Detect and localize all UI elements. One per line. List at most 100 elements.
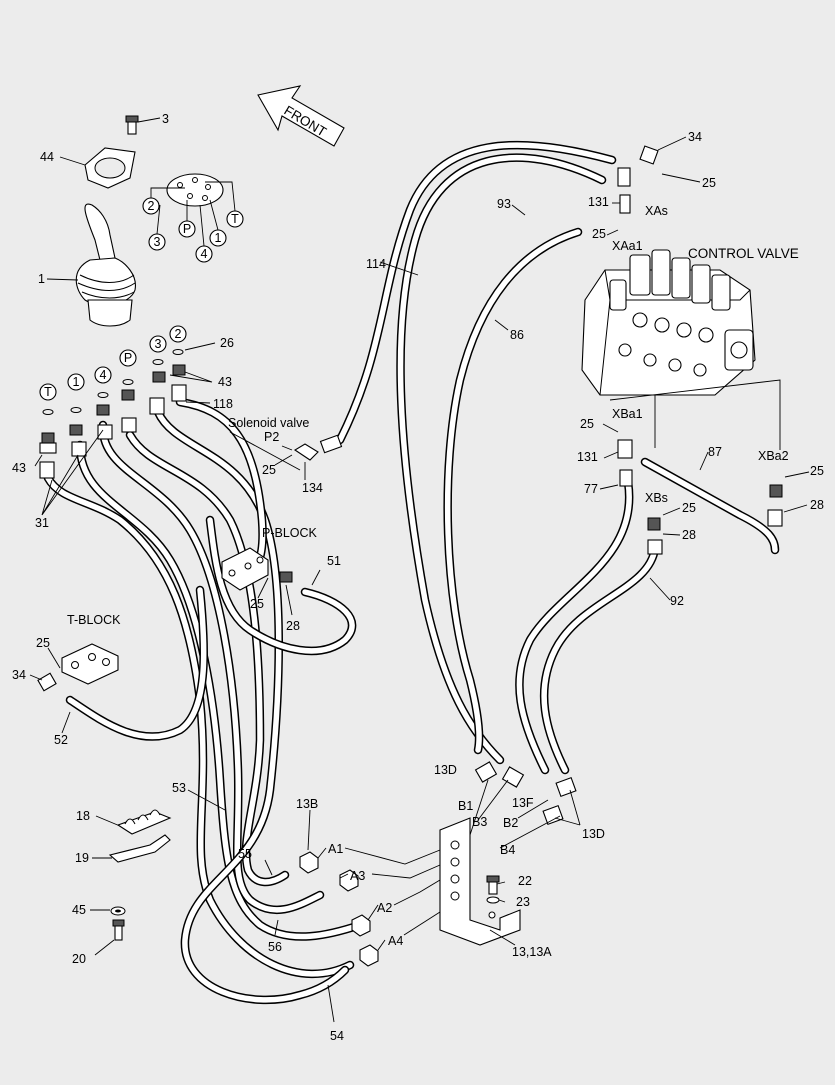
bolt-20 (112, 919, 125, 941)
marker-p-top: P (183, 222, 191, 236)
part-20: 20 (72, 952, 86, 966)
part-28-pb: 28 (286, 619, 300, 633)
part-25-xba1: 25 (580, 417, 594, 431)
fitting-1 (69, 424, 83, 436)
bolt-22 (486, 875, 500, 895)
part-26: 26 (220, 336, 234, 350)
port-xba1: XBa1 (612, 407, 643, 421)
elbow-13f (501, 766, 525, 788)
hose-54 (153, 407, 350, 1005)
label-solenoid-valve: Solenoid valve (228, 416, 309, 430)
part-118: 118 (213, 397, 233, 411)
part-56: 56 (268, 940, 282, 954)
labels: CONTROL VALVE Solenoid valve P-BLOCK T-B… (12, 112, 824, 1043)
port-xba2: XBa2 (758, 449, 789, 463)
fitting-top-hoses (617, 167, 631, 214)
part-13b: 13B (296, 797, 318, 811)
fitting-28-pb (279, 571, 293, 583)
hose-93 (396, 153, 607, 765)
elbow-13d-right-a (555, 776, 577, 798)
fitting-28-right (767, 484, 783, 527)
part-13d-top: 13D (434, 763, 457, 777)
port-p2: P2 (264, 430, 279, 444)
hose-87 (640, 457, 780, 555)
part-55: 55 (238, 847, 252, 861)
label-control-valve: CONTROL VALVE (688, 246, 799, 261)
joystick-assembly (75, 115, 224, 327)
marker-t: T (44, 385, 52, 399)
t-block (61, 643, 119, 685)
hose-31-b (75, 440, 365, 941)
part-44: 44 (40, 150, 54, 164)
port-xaa1: XAa1 (612, 239, 643, 253)
p-block (221, 547, 269, 591)
hose-86 (443, 227, 583, 755)
port-a3: A3 (350, 869, 365, 883)
part-28-right: 28 (810, 498, 824, 512)
fitting-P (121, 389, 135, 401)
label-t-block: T-BLOCK (67, 613, 121, 627)
part-134: 134 (302, 481, 323, 495)
gasket-44 (84, 147, 136, 189)
elbow-13d-right-b (542, 804, 564, 826)
part-23: 23 (516, 895, 530, 909)
part-28-xbs: 28 (682, 528, 696, 542)
part-93: 93 (497, 197, 511, 211)
marker-t-top: T (231, 212, 239, 226)
part-131-top: 131 (588, 195, 609, 209)
part-25-mid: 25 (592, 227, 606, 241)
fittings (37, 145, 783, 967)
joystick-1 (75, 203, 136, 327)
part-25-sol: 25 (262, 463, 276, 477)
part-52: 52 (54, 733, 68, 747)
part-25-tb: 25 (36, 636, 50, 650)
hose-52 (65, 585, 209, 741)
part-43-right: 43 (218, 375, 232, 389)
part-51: 51 (327, 554, 341, 568)
fitting-34-tb (37, 672, 57, 692)
circled-markers: 2 3 P 4 1 T 2 3 P 4 1 T (39, 181, 244, 401)
marker-1: 1 (73, 375, 80, 389)
part-86: 86 (510, 328, 524, 342)
part-131-bot: 131 (577, 450, 598, 464)
part-92: 92 (670, 594, 684, 608)
port-a1: A1 (328, 842, 343, 856)
part-43-left: 43 (12, 461, 26, 475)
hose-53 (98, 420, 325, 915)
part-45: 45 (72, 903, 86, 917)
part-18: 18 (76, 809, 90, 823)
part-34-top: 34 (688, 130, 702, 144)
bracket-13 (439, 817, 521, 946)
nut-a2 (351, 914, 371, 937)
port-xbs: XBs (645, 491, 668, 505)
part-53: 53 (172, 781, 186, 795)
marker-2-top: 2 (148, 199, 155, 213)
port-xas: XAs (645, 204, 668, 218)
fitting-131-bot (617, 439, 633, 487)
port-plate (166, 173, 224, 207)
part-13f: 13F (512, 796, 534, 810)
part-3: 3 (162, 112, 169, 126)
port-a4: A4 (388, 934, 403, 948)
hose-92 (539, 543, 660, 775)
fitting-2 (172, 364, 186, 376)
port-b2: B2 (503, 816, 518, 830)
fitting-3 (152, 371, 166, 383)
bolt-3 (125, 115, 139, 135)
bracket-19 (108, 834, 171, 863)
clamp-18 (116, 809, 172, 835)
washer-45 (110, 906, 126, 916)
part-34-tb: 34 (12, 668, 26, 682)
part-25-top: 25 (702, 176, 716, 190)
part-1: 1 (38, 272, 45, 286)
marker-2: 2 (175, 327, 182, 341)
marker-4: 4 (100, 368, 107, 382)
front-arrow: FRONT (257, 85, 345, 147)
hose-51 (205, 515, 357, 656)
hose-114 (335, 140, 617, 445)
hose-77 (515, 477, 634, 775)
elbow-13d-top (474, 761, 498, 783)
part-25-xbs: 25 (682, 501, 696, 515)
